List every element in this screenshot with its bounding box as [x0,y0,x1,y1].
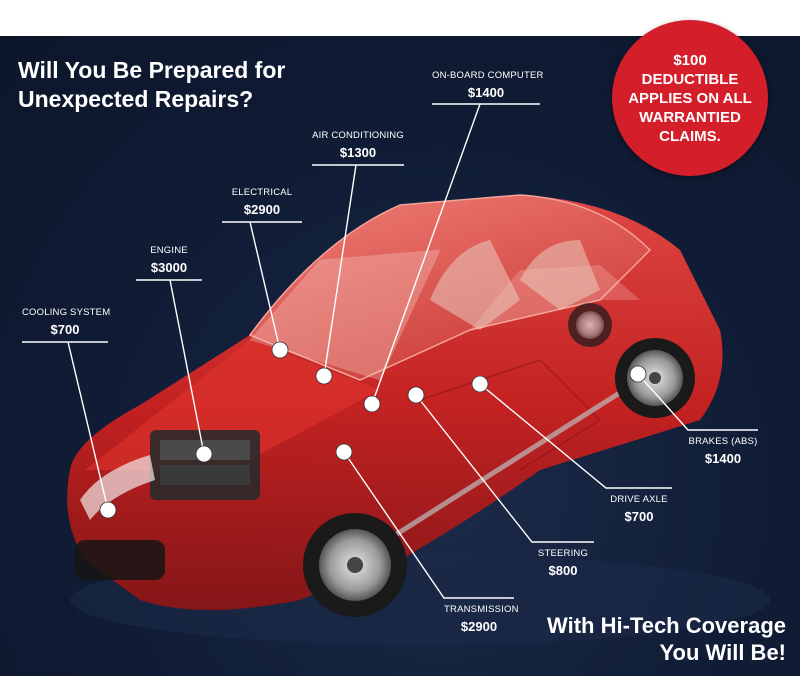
callout-name: ELECTRICAL [231,187,293,198]
callout-name: ON-BOARD COMPUTER [432,70,544,81]
headline: Will You Be Prepared for Unexpected Repa… [18,56,285,114]
leader-engine [136,279,205,455]
leader-drive-axle [479,383,672,489]
callout-onboard-computer: ON-BOARD COMPUTER $1400 [432,70,544,100]
badge-line: DEDUCTIBLE [641,70,739,88]
callout-air-conditioning: AIR CONDITIONING $1300 [312,130,404,160]
callout-name: TRANSMISSION [444,604,519,615]
leader-lines [22,103,758,599]
callout-price: $800 [548,563,578,578]
rear-wheel [615,338,695,418]
rear-left-wheel [568,303,612,347]
tagline: With Hi-Tech Coverage You Will Be! [547,612,786,666]
callout-electrical: ELECTRICAL $2900 [222,187,302,217]
front-wheel [303,513,407,617]
badge-line: APPLIES ON ALL [628,89,752,107]
deductible-badge: $100 DEDUCTIBLE APPLIES ON ALL WARRANTIE… [612,20,768,176]
dot-engine [195,445,213,463]
leader-electrical [222,221,302,351]
badge-line: $100 [673,51,707,69]
callout-price: $3000 [150,260,188,275]
leader-transmission [343,451,514,599]
callout-name: ENGINE [150,245,188,256]
leader-steering [415,394,594,543]
callout-name: BRAKES (ABS) [688,436,758,447]
dot-brakes [629,365,647,383]
callout-name: AIR CONDITIONING [312,130,404,141]
dot-onboard-computer [363,395,381,413]
badge-line: CLAIMS. [659,127,721,145]
callout-price: $1300 [339,145,377,160]
leader-onboard-computer [371,103,540,405]
tagline-line-1: With Hi-Tech Coverage [547,613,786,638]
callout-engine: ENGINE $3000 [136,245,202,275]
dot-drive-axle [471,375,489,393]
dot-steering [407,386,425,404]
callout-price: $700 [624,509,654,524]
badge-line: WARRANTIED [639,108,741,126]
headline-line-1: Will You Be Prepared for [18,57,286,83]
callout-brakes-abs: BRAKES (ABS) $1400 [688,436,758,466]
callout-price: $1400 [704,451,742,466]
tagline-line-2: You Will Be! [659,640,787,665]
callout-drive-axle: DRIVE AXLE $700 [606,494,672,524]
dot-air-conditioning [315,367,333,385]
callout-price: $700 [50,322,80,337]
dot-electrical [271,341,289,359]
leader-air-conditioning [312,164,404,377]
callout-name: STEERING [537,548,589,559]
leader-brakes [637,373,758,431]
callout-name: COOLING SYSTEM [22,307,111,318]
callout-price: $2900 [460,619,498,634]
callout-cooling-system: COOLING SYSTEM $700 [22,307,111,337]
callout-price: $1400 [467,85,505,100]
headline-line-2: Unexpected Repairs? [18,86,254,112]
callout-transmission: TRANSMISSION $2900 [444,604,519,634]
dot-cooling-system [99,501,117,519]
leader-cooling-system [22,341,109,511]
callout-name: DRIVE AXLE [610,494,668,505]
callout-steering: STEERING $800 [532,548,594,578]
component-dots [99,341,647,519]
dot-transmission [335,443,353,461]
callout-price: $2900 [243,202,281,217]
